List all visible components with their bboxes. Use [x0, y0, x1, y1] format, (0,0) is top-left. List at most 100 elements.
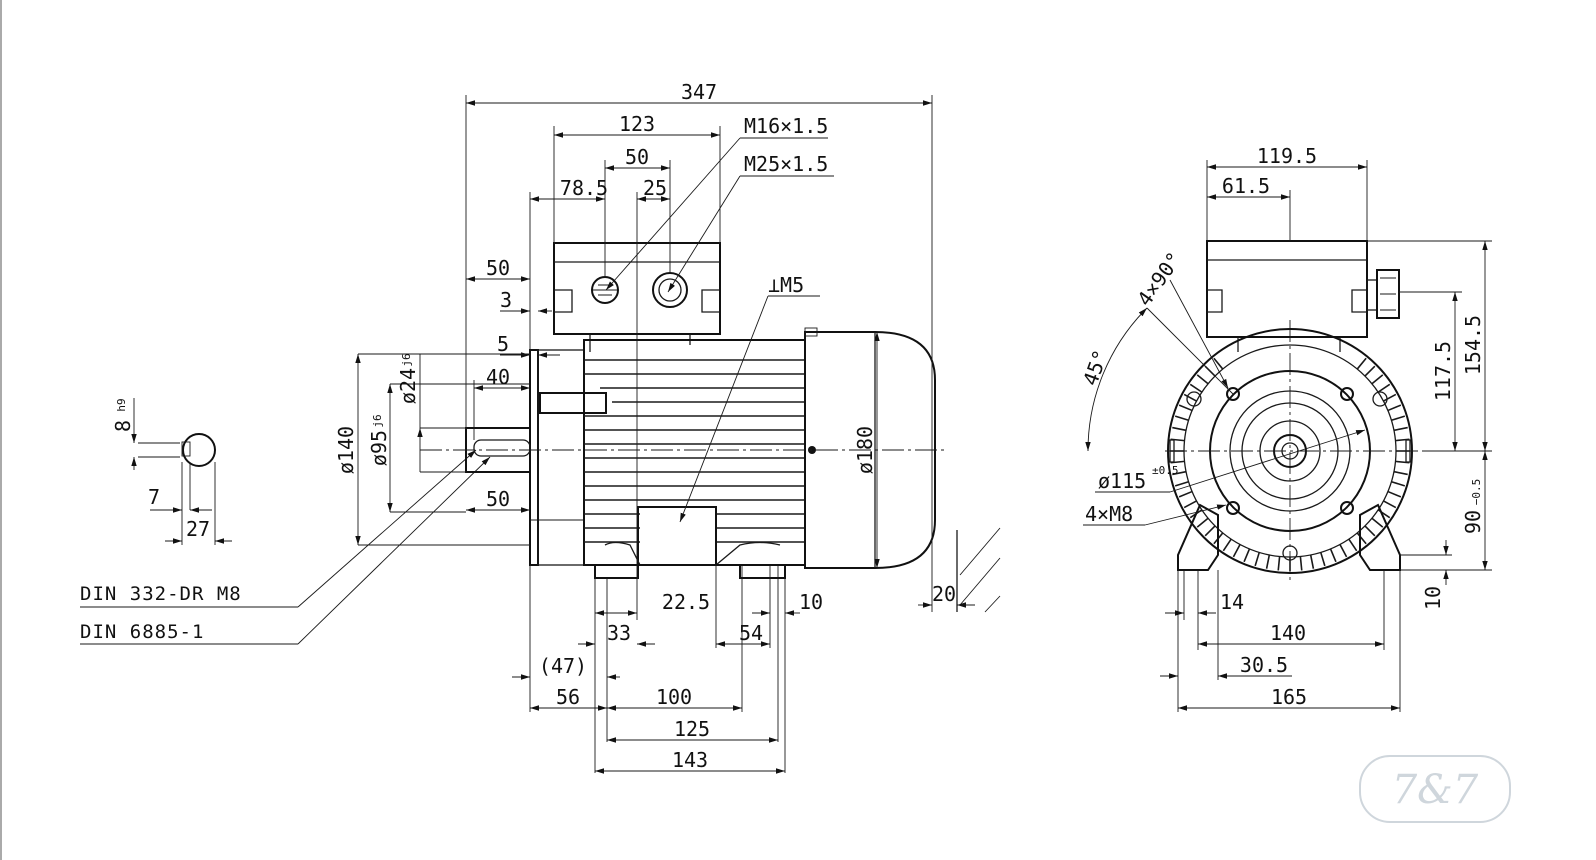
terminal-box-width-label: 123 [619, 112, 655, 136]
watermark-logo: 7&7 [1359, 755, 1511, 823]
end-fin [1329, 548, 1337, 563]
end-fin [1377, 383, 1391, 393]
foot-14-label: 14 [1220, 590, 1244, 614]
box-offset-label: 78.5 [560, 176, 608, 200]
end-fin [1356, 357, 1367, 370]
foot-47-label: (47) [539, 654, 587, 678]
end-fin [1364, 365, 1376, 377]
spigot-tol-end-label: ±0.5 [1152, 464, 1179, 477]
shaft-length-label: 50 [486, 256, 510, 280]
end-fin [1222, 538, 1232, 552]
end-fin [1299, 556, 1303, 571]
cooling-fins [584, 359, 805, 543]
foot-30-5-label: 30.5 [1240, 653, 1288, 677]
angle-45-label: 45° [1078, 347, 1113, 389]
foot-165-label: 165 [1271, 685, 1307, 709]
end-fin [1172, 426, 1187, 432]
end-view [1165, 240, 1425, 580]
shaft-length-lower-label: 50 [486, 487, 510, 511]
end-fin [1178, 404, 1193, 412]
key-tolerance-label: h9 [115, 398, 128, 411]
shaft-height-label: 90 [1461, 510, 1485, 534]
note-leaders [80, 449, 491, 645]
din-6885-note: DIN 6885-1 [80, 621, 204, 643]
key-length-label: 40 [486, 365, 510, 389]
end-fin [1320, 552, 1326, 567]
box-height-label: 154.5 [1461, 315, 1485, 375]
key-width-label: 8 [111, 420, 135, 432]
end-fin [1387, 404, 1402, 412]
frame-dia-label: ø180 [853, 426, 877, 474]
shaft-height-tol-label: −0.5 [1470, 479, 1483, 506]
foot-54-label: 54 [739, 621, 763, 645]
shaft-cross-section [131, 398, 232, 545]
thread-m25-label: M25×1.5 [744, 152, 828, 176]
end-fin [1172, 470, 1187, 476]
end-fin [1196, 517, 1209, 528]
end-fin [1204, 525, 1216, 537]
end-fin [1183, 393, 1197, 402]
end-fin [1174, 481, 1189, 487]
foot-100-label: 100 [656, 685, 692, 709]
key-depth-label: 7 [148, 485, 160, 509]
end-fin [1393, 470, 1408, 476]
end-fin [1348, 538, 1358, 552]
end-fin [1174, 415, 1189, 421]
flange-5-label: 5 [497, 332, 509, 356]
fan-clearance-label: 20 [932, 582, 956, 606]
shaft-tol-label: j6 [400, 353, 413, 366]
end-fin [1356, 532, 1367, 545]
side-view-dimensions [355, 95, 975, 774]
gland-offset-label: 25 [643, 176, 667, 200]
end-view-fins [1170, 357, 1410, 571]
end-fin [1213, 357, 1224, 370]
foot-143-label: 143 [672, 748, 708, 772]
end-fin [1371, 374, 1384, 385]
foot-140-label: 140 [1270, 621, 1306, 645]
end-fin [1232, 544, 1241, 558]
end-fin [1254, 552, 1260, 567]
end-fin [1339, 544, 1348, 558]
flange-3-label: 3 [500, 288, 512, 312]
earth-thread-label: ⊥M5 [768, 273, 804, 297]
box-width-label: 119.5 [1257, 144, 1317, 168]
end-fin [1391, 481, 1406, 487]
spigot-dia-end-label: ø115 [1098, 469, 1146, 493]
side-view [420, 242, 1001, 613]
end-fin [1183, 500, 1197, 509]
spigot-dia-label: ø95 [367, 430, 391, 466]
foot-125-label: 125 [674, 717, 710, 741]
thread-m16-label: M16×1.5 [744, 114, 828, 138]
watermark-text: 7&7 [1392, 767, 1479, 813]
holes-label: 4×M8 [1085, 502, 1133, 526]
end-fin [1383, 393, 1397, 402]
end-fin [1309, 554, 1315, 569]
end-fin [1196, 374, 1209, 385]
end-fin [1371, 517, 1384, 528]
end-fin [1391, 415, 1406, 421]
end-fin [1189, 383, 1203, 393]
end-fin [1178, 490, 1193, 498]
shaft-dia-label: ø24 [396, 368, 420, 404]
end-fin [1243, 548, 1251, 563]
foot-33-label: 33 [607, 621, 631, 645]
end-view-dimensions [1083, 160, 1492, 712]
end-fin [1393, 426, 1408, 432]
angle-4x90-label: 4×90° [1132, 247, 1186, 310]
end-fin [1265, 554, 1271, 569]
end-fin [1387, 490, 1402, 498]
end-fin [1277, 556, 1281, 571]
box-half-label: 61.5 [1222, 174, 1270, 198]
end-fin [1383, 500, 1397, 509]
gland-spacing-label: 50 [625, 145, 649, 169]
foot-height-label: 10 [1421, 586, 1445, 610]
foot-56-label: 56 [556, 685, 580, 709]
overall-length-label: 347 [681, 80, 717, 104]
foot-10-label: 10 [799, 590, 823, 614]
din-332-note: DIN 332-DR M8 [80, 583, 242, 605]
flange-dia-label: ø140 [334, 426, 358, 474]
foot-22-5-label: 22.5 [662, 590, 710, 614]
spigot-tol-label: j6 [371, 414, 384, 427]
section-height-label: 27 [186, 517, 210, 541]
